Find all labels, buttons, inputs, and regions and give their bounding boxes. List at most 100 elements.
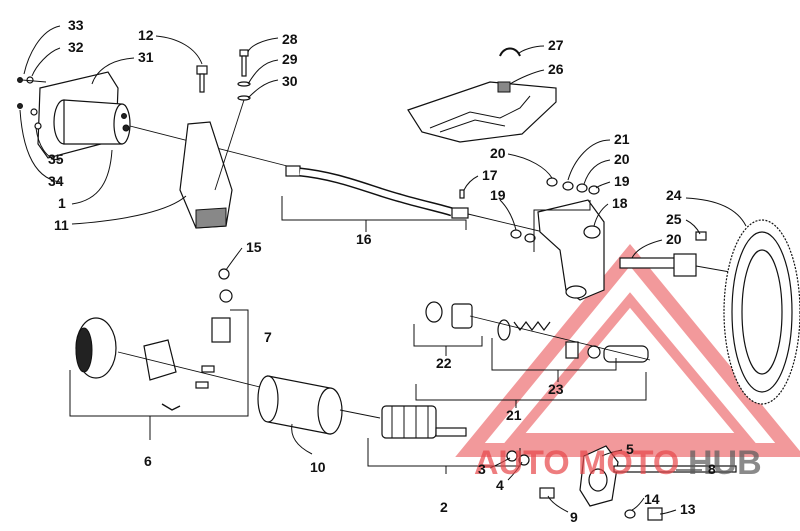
yoke-end-left: [257, 375, 279, 423]
washer-19b: [510, 229, 522, 239]
clip-29: [499, 47, 521, 57]
leader-26: [685, 197, 747, 227]
drive-shaft-22: [619, 253, 731, 277]
leader-31: [247, 59, 279, 85]
callout-labels: 33 32 31 12 28 29 30 35 34 1 11 27 26 21…: [48, 17, 716, 525]
washer-20: [546, 177, 558, 187]
bolt-12-shank: [199, 73, 205, 93]
watermark-word-moto: MOTO: [578, 444, 679, 482]
bolt-27: [695, 231, 707, 241]
cable-end-left: [285, 165, 301, 177]
callout-2: 2: [440, 499, 448, 515]
callout-16: 16: [356, 231, 372, 247]
mount-ridge: [429, 95, 531, 129]
leader-13: [659, 509, 677, 515]
callout-22: 20: [666, 231, 682, 247]
bracket-16: [281, 196, 467, 230]
screw-30-head: [239, 49, 249, 57]
callout-34: 32: [68, 39, 84, 55]
brush-plate: [143, 339, 177, 381]
leader-34: [31, 47, 61, 77]
callout-8: 8: [708, 461, 716, 477]
washer-24: [425, 301, 443, 323]
callout-20a: 20: [490, 145, 506, 161]
end-plate-bore: [588, 468, 608, 492]
terminal-bolt: [121, 113, 127, 119]
washer-20c: [524, 233, 536, 243]
leader-4: [507, 461, 523, 481]
callout-23: 21: [506, 407, 522, 423]
group-brackets: [69, 196, 647, 474]
watermark-triangle-inner: [504, 292, 756, 443]
mount-plate: [407, 81, 557, 143]
armature-2: [339, 405, 530, 466]
solenoid-body: [63, 99, 123, 145]
brush: [201, 365, 215, 373]
callout-4: 4: [496, 477, 504, 493]
callout-9: 9: [570, 509, 578, 525]
callout-26: 24: [666, 187, 682, 203]
watermark-word-auto: AUTO: [474, 444, 570, 482]
axis-line: [339, 409, 381, 419]
axis-line: [117, 351, 265, 389]
bracket-18: [510, 177, 605, 301]
yoke-end-right: [317, 387, 343, 435]
watermark-logo: [455, 243, 800, 457]
solenoid-face: [113, 103, 131, 145]
ring-gear-26: [695, 219, 800, 405]
screw-36: [17, 103, 23, 109]
callout-18: 18: [612, 195, 628, 211]
leader-11: [71, 195, 187, 225]
leader-37: [35, 127, 61, 161]
leader-17: [463, 175, 479, 191]
cable-inner: [299, 169, 453, 215]
watermark-text: AUTO MOTO HUB: [474, 444, 762, 482]
bolt-12-head: [196, 65, 208, 75]
leader-19b: [499, 199, 517, 231]
axis-line: [469, 315, 651, 361]
ring-gear-bore: [741, 249, 783, 375]
callout-1: 1: [58, 195, 66, 211]
leader-36: [19, 109, 61, 183]
bolt-9: [539, 487, 555, 499]
bracket-25: [491, 338, 617, 371]
shaft-22: [619, 257, 681, 269]
leader-3: [489, 457, 511, 469]
callout-27: 25: [666, 211, 682, 227]
callout-19b: 19: [490, 187, 506, 203]
end-housing-group: [75, 268, 265, 411]
leader-22: [631, 239, 663, 259]
callout-37: 35: [48, 151, 64, 167]
clutch-24: [451, 303, 473, 329]
washer-31: [237, 81, 251, 87]
motor-yoke-10: [257, 375, 343, 435]
axis-line: [214, 99, 245, 191]
bracket-body: [537, 199, 605, 301]
leader-28: [509, 69, 545, 85]
bracket-2: [367, 438, 521, 467]
leader-12: [155, 35, 203, 65]
bracket-foot: [195, 207, 227, 229]
mount-ridge: [439, 119, 506, 133]
leader-14: [631, 497, 645, 511]
leader-21: [567, 139, 611, 181]
callout-7: 7: [264, 329, 272, 345]
bracket-hole: [583, 225, 601, 239]
washer-20b: [576, 183, 588, 193]
washer-34: [26, 76, 34, 84]
solenoid-assembly: [17, 71, 296, 169]
callout-32: 30: [282, 73, 298, 89]
leader-35: [23, 25, 61, 75]
washer-21: [562, 181, 574, 191]
callout-36: 34: [48, 173, 64, 189]
leader-5: [601, 449, 623, 457]
bracket-foot-hole: [565, 285, 587, 299]
callout-6: 6: [144, 453, 152, 469]
armature-core: [381, 405, 437, 439]
callout-11: 11: [54, 217, 69, 233]
callout-17: 17: [482, 167, 498, 183]
leader-19a: [595, 181, 611, 189]
end-plate-5: [539, 445, 737, 521]
callout-12: 12: [138, 27, 154, 43]
callout-28: 26: [548, 61, 564, 77]
